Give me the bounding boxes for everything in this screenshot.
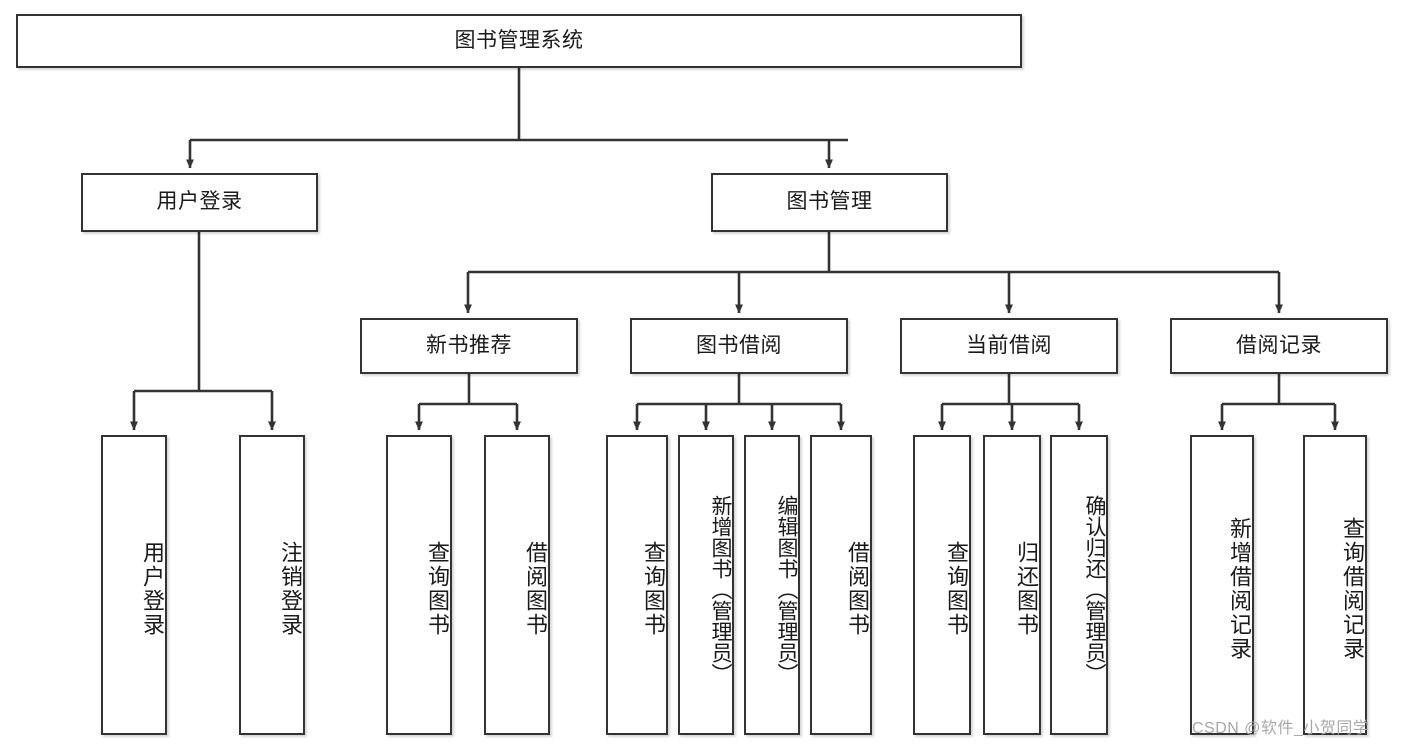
node-borrow-record[interactable]: 借阅记录 [1170,318,1388,374]
node-leaf-user-login-label: 用户登录 [140,541,165,637]
node-leaf-add-book-label: 新增图书（管理员） [709,494,732,684]
node-leaf-add-record-label: 新增借阅记录 [1227,517,1252,661]
node-leaf-logout[interactable]: 注销登录 [239,435,305,735]
node-root-label: 图书管理系统 [454,28,584,52]
node-user-login-label: 用户登录 [156,190,243,214]
node-leaf-query-book-1-label: 查询图书 [425,541,450,637]
node-leaf-return-book[interactable]: 归还图书 [983,435,1041,735]
node-leaf-query-book-2-label: 查询图书 [641,541,666,637]
node-leaf-confirm-return-label: 确认归还（管理员） [1083,494,1106,684]
node-leaf-add-book[interactable]: 新增图书（管理员） [678,435,734,735]
node-user-login[interactable]: 用户登录 [81,173,318,232]
node-borrow-record-label: 借阅记录 [1236,333,1322,357]
node-leaf-borrow-book-1[interactable]: 借阅图书 [484,435,550,735]
node-leaf-edit-book-label: 编辑图书（管理员） [775,494,798,684]
node-leaf-logout-label: 注销登录 [278,541,303,637]
node-leaf-add-record[interactable]: 新增借阅记录 [1190,435,1254,735]
node-book-borrow-label: 图书借阅 [696,333,782,357]
node-book-borrow[interactable]: 图书借阅 [630,318,848,374]
node-leaf-user-login[interactable]: 用户登录 [101,435,167,735]
node-leaf-query-book-2[interactable]: 查询图书 [606,435,668,735]
node-book-manage[interactable]: 图书管理 [711,173,948,232]
node-leaf-return-book-label: 归还图书 [1014,541,1039,637]
node-root[interactable]: 图书管理系统 [16,14,1022,68]
node-new-book-recommend-label: 新书推荐 [426,333,512,357]
node-leaf-borrow-book-1-label: 借阅图书 [523,541,548,637]
node-book-manage-label: 图书管理 [786,190,873,214]
node-leaf-borrow-book-2-label: 借阅图书 [845,541,870,637]
node-leaf-query-record[interactable]: 查询借阅记录 [1303,435,1367,735]
node-current-borrow-label: 当前借阅 [966,333,1052,357]
node-leaf-query-book-1[interactable]: 查询图书 [386,435,452,735]
node-leaf-query-book-3-label: 查询图书 [944,541,969,637]
node-leaf-query-record-label: 查询借阅记录 [1340,517,1365,661]
node-leaf-edit-book[interactable]: 编辑图书（管理员） [744,435,800,735]
node-leaf-query-book-3[interactable]: 查询图书 [913,435,971,735]
node-current-borrow[interactable]: 当前借阅 [900,318,1118,374]
node-new-book-recommend[interactable]: 新书推荐 [360,318,578,374]
node-leaf-borrow-book-2[interactable]: 借阅图书 [810,435,872,735]
node-leaf-confirm-return[interactable]: 确认归还（管理员） [1050,435,1108,735]
csdn-watermark: CSDN @软件_小贺同学 [1192,720,1370,737]
